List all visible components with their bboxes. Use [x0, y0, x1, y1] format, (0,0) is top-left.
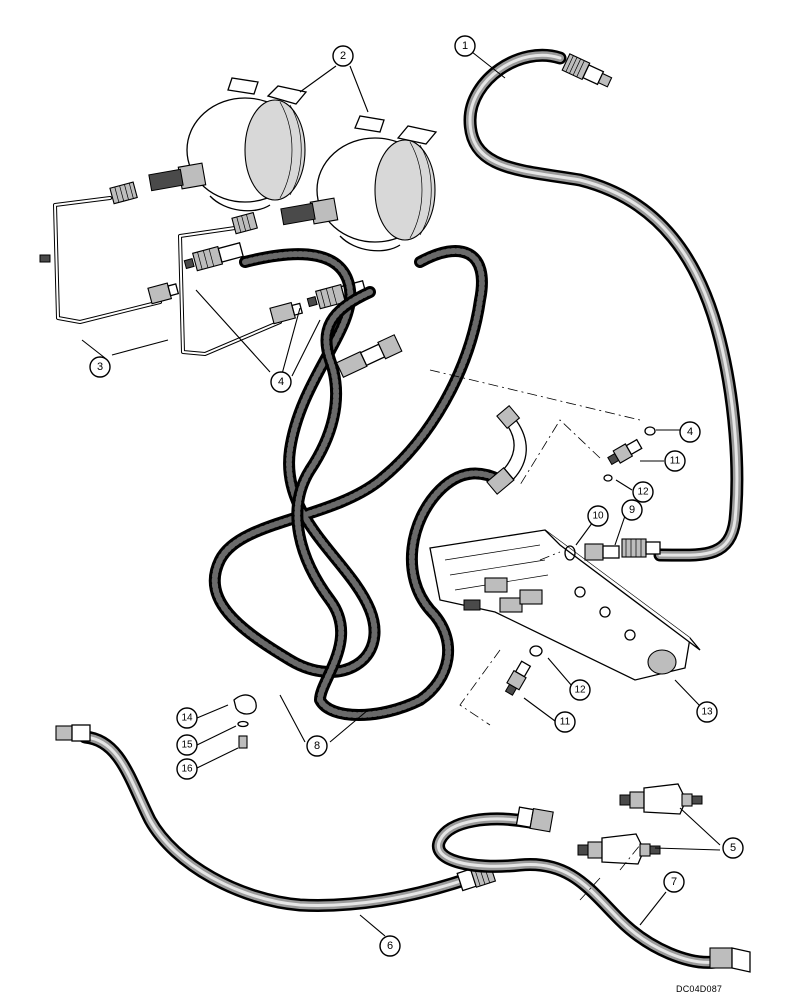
- callout-11-lower: 11: [554, 711, 576, 733]
- callout-15-label: 15: [181, 740, 193, 751]
- part-7-brake-line: [432, 806, 751, 973]
- callout-8-label: 8: [314, 740, 320, 752]
- callout-13: 13: [696, 701, 718, 723]
- part-4-o-ring: [644, 426, 656, 436]
- callout-10-label: 10: [592, 511, 604, 522]
- part-9-fitting: [584, 543, 620, 561]
- callout-16-label: 16: [181, 764, 193, 775]
- callout-3: 3: [89, 356, 111, 378]
- part-5-elbow-upper: [619, 783, 703, 815]
- callout-2: 2: [332, 45, 354, 67]
- callout-1: 1: [454, 35, 476, 57]
- callout-6-label: 6: [387, 940, 393, 952]
- part-3-tube-left: [39, 181, 180, 324]
- callout-9: 9: [621, 499, 643, 521]
- callout-12-upper: 12: [632, 481, 654, 503]
- alignment-lines: [429, 369, 641, 901]
- callout-4-hoses: 4: [270, 371, 292, 393]
- part-15-washer: [237, 720, 249, 728]
- part-11-fitting-upper: [607, 438, 643, 466]
- drawing-reference-code: DC04D087: [676, 984, 723, 994]
- callout-13-label: 13: [701, 707, 713, 718]
- callout-5: 5: [722, 837, 744, 859]
- callout-7: 7: [663, 871, 685, 893]
- callout-8: 8: [306, 735, 328, 757]
- callout-6: 6: [379, 935, 401, 957]
- callout-11-upper: 11: [664, 450, 686, 472]
- part-6-brake-line: [55, 724, 497, 912]
- callout-5-label: 5: [730, 842, 736, 854]
- callout-14-label: 14: [181, 713, 193, 724]
- part-4-adapter-upper: [183, 242, 244, 272]
- callout-11-upper-label: 11: [670, 456, 681, 467]
- callout-2-label: 2: [340, 50, 346, 62]
- callout-12-lower-label: 12: [574, 685, 586, 696]
- part-16-bolt: [238, 735, 248, 749]
- callout-10: 10: [587, 505, 609, 527]
- callout-4-label: 4: [278, 376, 284, 388]
- callout-3-label: 3: [97, 361, 103, 373]
- leader-lines: [81, 51, 721, 937]
- part-11-fitting-lower: [504, 660, 532, 696]
- callout-4-oring: 4: [679, 421, 701, 443]
- callout-1-label: 1: [462, 40, 468, 52]
- part-10-o-ring: [564, 545, 576, 561]
- callout-16: 16: [176, 758, 198, 780]
- callout-14: 14: [176, 707, 198, 729]
- callout-4-oring-label: 4: [687, 426, 693, 438]
- part-12-o-rings: [529, 474, 613, 657]
- part-1-brake-line: [463, 48, 744, 562]
- callout-12-upper-label: 12: [637, 487, 649, 498]
- callout-15: 15: [176, 734, 198, 756]
- callout-11-lower-label: 11: [560, 717, 571, 728]
- callout-9-label: 9: [629, 504, 635, 516]
- part-3-tube-right: [178, 211, 304, 356]
- callout-7-label: 7: [671, 876, 677, 888]
- part-2-accumulator-right: [280, 115, 438, 252]
- part-5-elbow-lower: [577, 833, 661, 865]
- callout-12-lower: 12: [569, 679, 591, 701]
- part-8-hose-assemblies: [208, 244, 527, 721]
- part-2-accumulator-left: [148, 77, 308, 212]
- part-13-valve-body: [429, 529, 701, 681]
- part-14-clip: [233, 694, 257, 715]
